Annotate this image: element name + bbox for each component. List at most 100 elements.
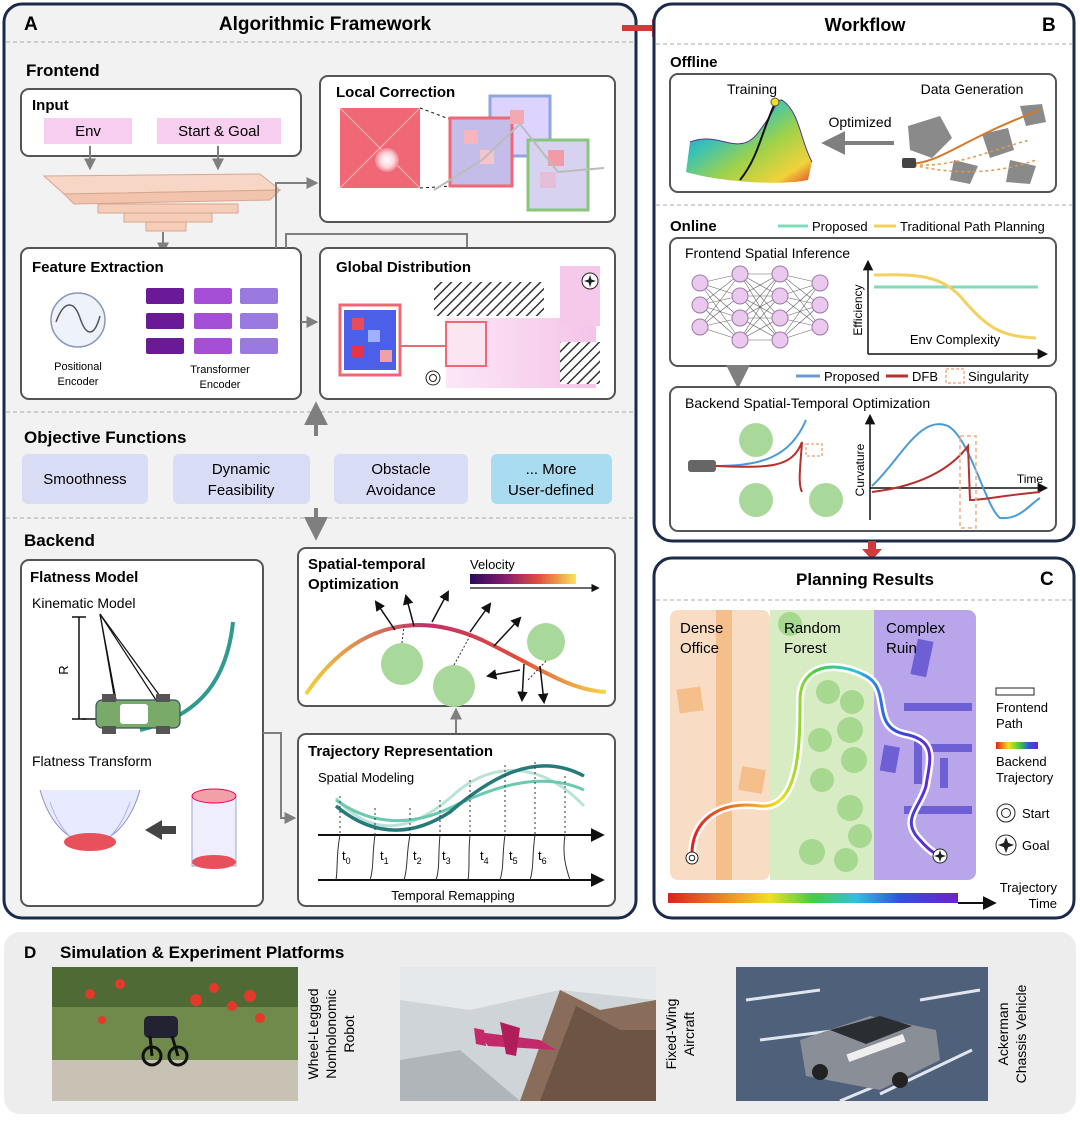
global-title: Global Distribution xyxy=(336,259,471,276)
env-chip xyxy=(44,118,132,144)
panel-a: A Algorithmic Framework Frontend Input E… xyxy=(2,2,638,920)
positional-encoder-icon xyxy=(50,292,106,348)
vehicle-icon xyxy=(95,694,181,734)
tick-t3-sub: 3 xyxy=(446,856,451,866)
leg-frontend-1: Frontend xyxy=(996,700,1048,715)
forest-label-2: Forest xyxy=(784,640,827,657)
panel-d: D Simulation & Experiment Platforms Whee… xyxy=(4,932,1076,1114)
svg-text:t5: t5 xyxy=(509,848,518,866)
p3-label-b: Chassis Vehicle xyxy=(1013,984,1029,1083)
local-title: Local Correction xyxy=(336,84,455,101)
traj-title: Trajectory Representation xyxy=(308,743,493,760)
transformer-encoder-icon xyxy=(146,288,278,354)
tick-t5-sub: 5 xyxy=(513,856,518,866)
flatness-transform-label: Flatness Transform xyxy=(32,753,152,769)
panel-b: Workflow B Offline Training Data Generat… xyxy=(652,2,1076,543)
leg-frontend-2: Path xyxy=(996,716,1023,731)
feature-extraction-box: Feature Extraction Positional Encoder Tr… xyxy=(20,247,302,400)
temporal-remapping-label: Temporal Remapping xyxy=(391,888,515,903)
svg-text:t1: t1 xyxy=(380,848,389,866)
tick-t6-sub: 6 xyxy=(542,856,547,866)
tick-t6: t xyxy=(538,848,542,863)
obj-obstacle-label-2: Avoidance xyxy=(366,482,436,499)
traj-time-1: Trajectory xyxy=(1000,880,1058,895)
data-generation-label: Data Generation xyxy=(921,81,1024,97)
curvature-label: Curvature xyxy=(853,443,867,496)
time-colorbar xyxy=(668,893,958,903)
local-correction-box: Local Correction xyxy=(319,75,616,223)
flatness-title: Flatness Model xyxy=(30,569,138,586)
time-ticks: t0 t1 t2 t3 t4 t5 t6 xyxy=(342,848,547,866)
leg-start: Start xyxy=(1022,806,1050,821)
legend-proposed: Proposed xyxy=(812,219,868,234)
tick-lines xyxy=(339,762,566,835)
frontend-label: Frontend xyxy=(26,61,100,80)
ruin-label-1: Complex xyxy=(886,620,946,637)
obj-more-label-1: ... More xyxy=(526,461,577,478)
velocity-colorbar xyxy=(470,574,576,584)
svg-text:t4: t4 xyxy=(480,848,489,866)
start-legend-icon xyxy=(996,803,1016,823)
frontend-inference-box: Frontend Spatial Inference xyxy=(669,237,1057,367)
start-goal-chip xyxy=(157,118,281,144)
global-distribution-box: Global Distribution xyxy=(319,247,616,400)
p1-label-a: Wheel-Legged xyxy=(305,988,321,1079)
flatness-model-box: Flatness Model Kinematic Model R Flatnes… xyxy=(20,559,264,907)
st-title-2: Optimization xyxy=(308,576,399,593)
tick-t3: t xyxy=(442,848,446,863)
network-layers-icon xyxy=(42,173,282,232)
pos-label-1: Positional xyxy=(54,361,102,373)
input-title: Input xyxy=(32,97,69,114)
tick-t4: t xyxy=(480,848,484,863)
map-dense-office: Dense Office xyxy=(670,610,770,880)
p3-label-a: Ackerman xyxy=(995,1002,1011,1065)
offline-box: Training Data Generation Optimized xyxy=(669,73,1057,193)
panel-d-title: Simulation & Experiment Platforms xyxy=(60,943,344,962)
env-label: Env xyxy=(75,123,101,140)
photo-ackerman-vehicle xyxy=(736,967,988,1103)
obj-more-label-2: User-defined xyxy=(508,482,594,499)
objective-list: Smoothness Dynamic Feasibility Obstacle … xyxy=(22,454,612,504)
offline-label: Offline xyxy=(670,54,718,71)
optimized-label: Optimized xyxy=(828,114,891,130)
tick-t2: t xyxy=(413,848,417,863)
legend2-singularity: Singularity xyxy=(968,369,1029,384)
arrow-b-to-c xyxy=(862,541,882,560)
training-label: Training xyxy=(727,81,777,97)
backend-opt-title: Backend Spatial-Temporal Optimization xyxy=(685,395,930,411)
frontend-inference-title: Frontend Spatial Inference xyxy=(685,245,850,261)
panel-c-legend: Frontend Path Backend Trajectory Start G… xyxy=(995,687,1054,856)
tick-t0-sub: 0 xyxy=(346,856,351,866)
obj-more xyxy=(491,454,612,504)
tick-t0: t xyxy=(342,848,346,863)
forest-label-1: Random xyxy=(784,620,841,637)
obj-dynamic-label-2: Feasibility xyxy=(208,482,275,499)
obj-smoothness-label: Smoothness xyxy=(43,471,126,488)
spatial-temporal-optimization-box: Spatial-temporal Optimization Velocity xyxy=(297,547,616,707)
svg-text:t0: t0 xyxy=(342,848,351,866)
ruin-label-2: Ruin xyxy=(886,640,917,657)
panel-c-title: Planning Results xyxy=(796,570,934,589)
obj-smoothness xyxy=(22,454,148,504)
leg-backend-2: Trajectory xyxy=(996,770,1054,785)
tr-label-2: Encoder xyxy=(200,379,241,391)
p2-label-a: Fixed-Wing xyxy=(663,999,679,1070)
photo-fixed-wing-aircraft xyxy=(400,967,656,1101)
neural-net-icon xyxy=(691,265,829,349)
obj-obstacle-label-1: Obstacle xyxy=(371,461,430,478)
photo-wheel-legged-robot xyxy=(52,967,298,1101)
tr-label-1: Transformer xyxy=(190,364,250,376)
dense-label-2: Office xyxy=(680,640,719,657)
svg-text:t6: t6 xyxy=(538,848,547,866)
obj-dynamic xyxy=(173,454,310,504)
objective-title: Objective Functions xyxy=(24,428,186,447)
velocity-label: Velocity xyxy=(470,557,515,572)
backend-label: Backend xyxy=(24,531,95,550)
start-goal-label: Start & Goal xyxy=(178,123,260,140)
tick-t4-sub: 4 xyxy=(484,856,489,866)
panel-c-letter: C xyxy=(1040,569,1054,590)
tick-t1-sub: 1 xyxy=(384,856,389,866)
p1-label-b: Nonholonomic xyxy=(323,989,339,1079)
panel-b-letter: B xyxy=(1042,15,1056,36)
